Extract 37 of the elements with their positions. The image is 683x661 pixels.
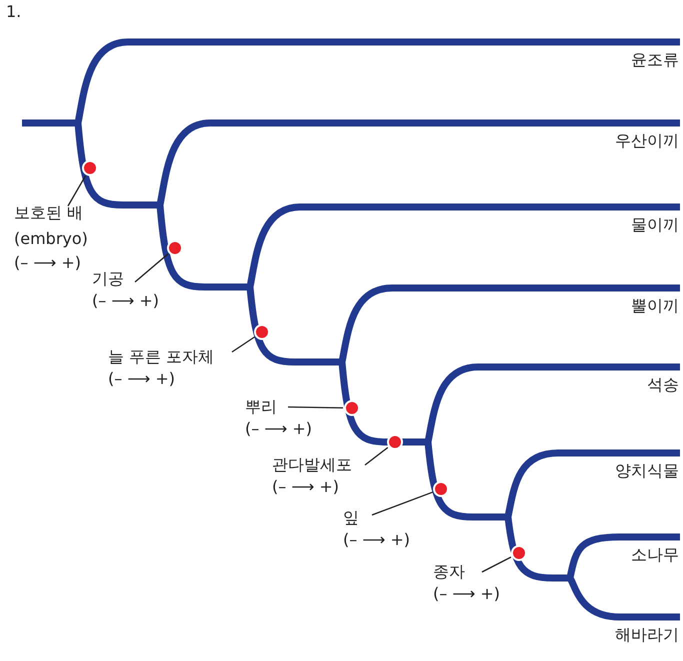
node-dot xyxy=(82,160,98,176)
taxon-label: 양치식물 xyxy=(615,461,679,482)
leader-line xyxy=(288,406,344,408)
taxon-label: 물이끼 xyxy=(631,215,679,236)
direction-label: (– ⟶ +) xyxy=(108,368,176,390)
node-dot xyxy=(167,240,183,256)
taxon-label: 뿔이끼 xyxy=(631,296,679,317)
node-dot xyxy=(254,324,270,340)
figure-number: 1. xyxy=(6,2,22,21)
direction-label: (– ⟶ +) xyxy=(245,418,312,440)
direction-label: (– ⟶ +) xyxy=(14,252,82,274)
direction-label: (– ⟶ +) xyxy=(343,529,410,551)
node-dot xyxy=(433,481,449,497)
direction-label: (– ⟶ +) xyxy=(92,290,159,312)
taxon-label: 해바라기 xyxy=(615,625,679,646)
trait-label: 기공 xyxy=(92,268,125,290)
taxon-label: 우산이끼 xyxy=(615,131,679,152)
taxon-label: 석송 xyxy=(647,375,679,396)
trait-label: 뿌리 xyxy=(245,396,278,418)
trait-label: 관다발세포 xyxy=(272,454,352,476)
leader-line xyxy=(364,446,388,466)
trait-label: 잎 xyxy=(343,507,360,529)
leader-line xyxy=(232,336,255,353)
taxon-label: 소나무 xyxy=(631,545,679,566)
taxon-label: 윤조류 xyxy=(631,50,679,71)
leader-line xyxy=(482,556,512,573)
node-dot xyxy=(344,400,360,416)
leader-line xyxy=(134,253,169,282)
leader-line xyxy=(372,492,433,516)
trait-label: 늘 푸른 포자체 xyxy=(108,346,214,368)
direction-label: (– ⟶ +) xyxy=(272,476,340,498)
node-dot xyxy=(387,434,403,450)
trait-label: 보호된 배 (embryo) xyxy=(14,202,89,250)
trait-label: 종자 xyxy=(433,561,466,583)
direction-label: (– ⟶ +) xyxy=(433,583,500,605)
node-dot xyxy=(511,545,527,561)
leader-line xyxy=(67,175,86,206)
